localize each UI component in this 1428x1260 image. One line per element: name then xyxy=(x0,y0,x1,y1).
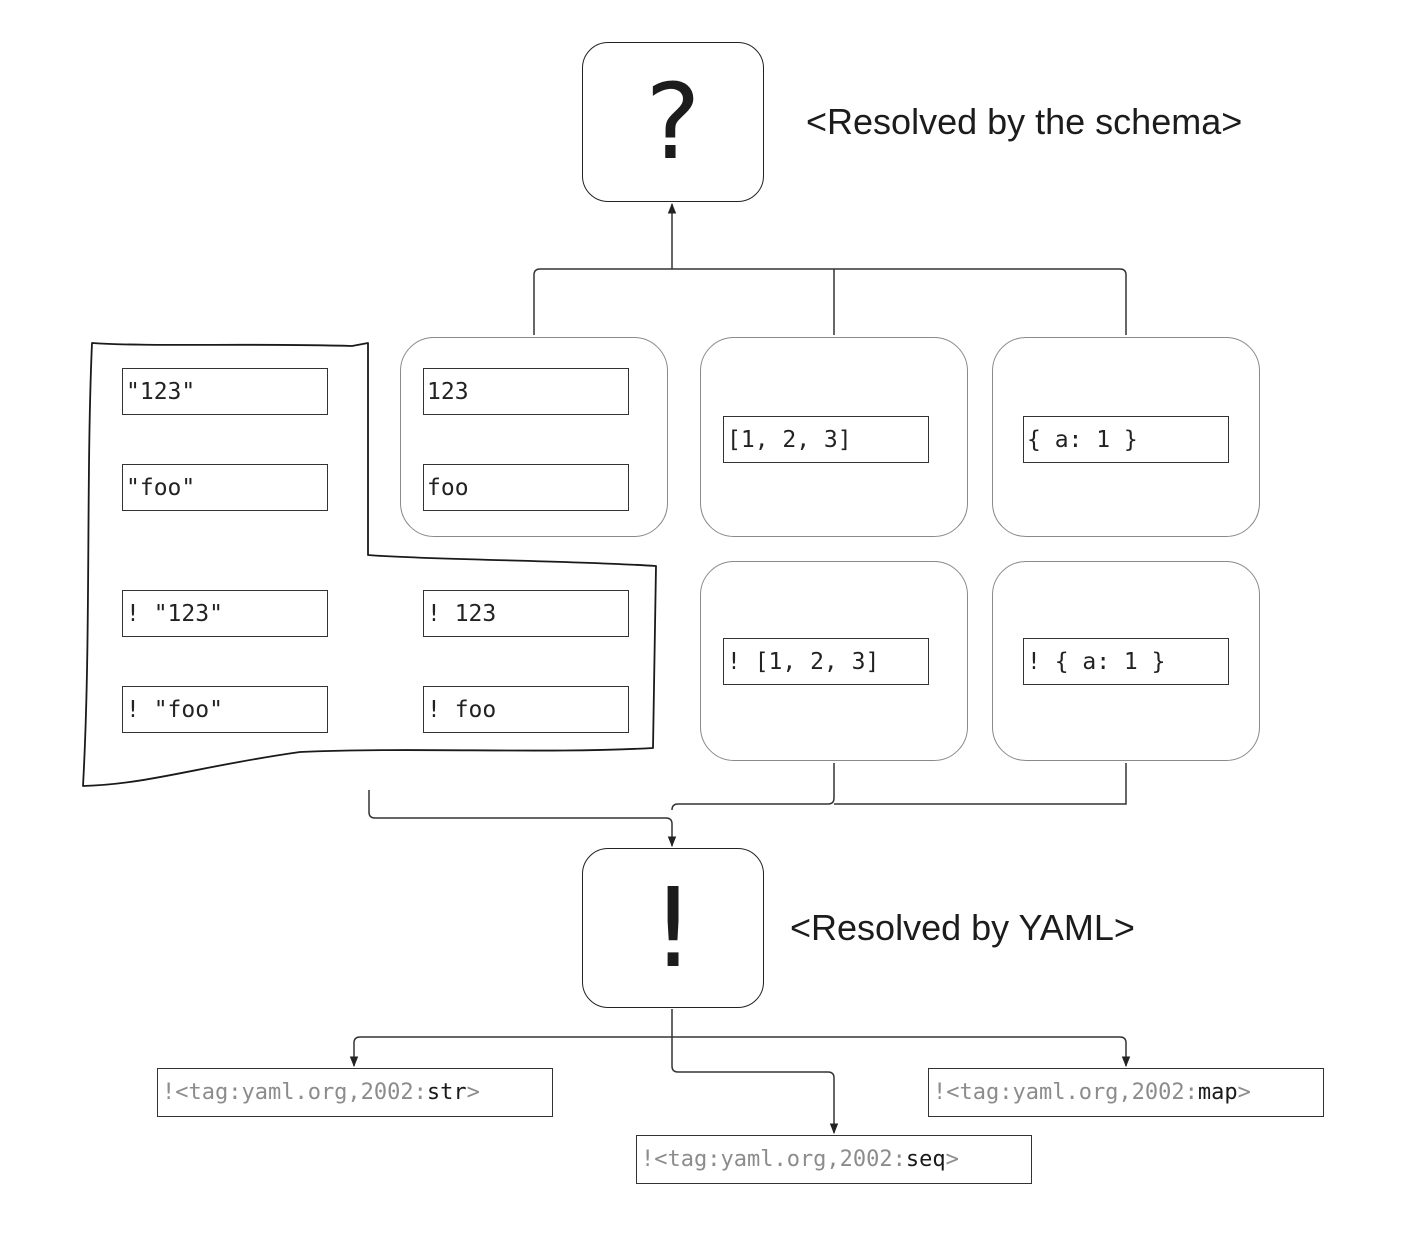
arrow-to-str-tag xyxy=(354,1009,673,1066)
tag-kind-map: map xyxy=(1197,1080,1238,1105)
tag-kind-seq: seq xyxy=(905,1147,946,1172)
yaml-caption: <Resolved by YAML> xyxy=(790,907,1135,948)
schema-caption: <Resolved by the schema> xyxy=(806,101,1243,142)
quoted-text-literal: "foo" xyxy=(122,464,328,511)
tag-prefix: !<tag:yaml.org,2002: xyxy=(162,1080,427,1105)
tagged-quoted-number-literal: ! "123" xyxy=(122,590,328,637)
tag-kind-str: str xyxy=(426,1080,467,1105)
tagged-plain-number-literal: ! 123 xyxy=(423,590,629,637)
tagged-sequence-literal: ! [1, 2, 3] xyxy=(723,638,929,685)
tag-suffix: > xyxy=(1237,1080,1251,1105)
quoted-number-literal: "123" xyxy=(122,368,328,415)
flow-mapping-group xyxy=(992,337,1260,537)
tagged-plain-text-literal: ! foo xyxy=(423,686,629,733)
plain-text-literal: foo xyxy=(423,464,629,511)
tagged-mapping-group xyxy=(992,561,1260,761)
tag-prefix: !<tag:yaml.org,2002: xyxy=(933,1080,1198,1105)
tag-suffix: > xyxy=(466,1080,480,1105)
yaml-resolution-node: ! xyxy=(582,848,764,1008)
flow-sequence-group xyxy=(700,337,968,537)
tagged-sequence-group xyxy=(700,561,968,761)
tagged-quoted-text-literal: ! "foo" xyxy=(122,686,328,733)
exclamation-symbol: ! xyxy=(650,864,696,992)
tag-prefix: !<tag:yaml.org,2002: xyxy=(641,1147,906,1172)
flow-mapping-literal: { a: 1 } xyxy=(1023,416,1229,463)
connector-nonplain-to-yaml xyxy=(368,790,677,848)
tag-suffix: > xyxy=(945,1147,959,1172)
schema-resolution-node: ? xyxy=(582,42,764,202)
map-tag-box: !<tag:yaml.org,2002:map> xyxy=(928,1068,1324,1117)
str-tag-box: !<tag:yaml.org,2002:str> xyxy=(157,1068,553,1117)
plain-number-literal: 123 xyxy=(423,368,629,415)
arrow-to-map-tag xyxy=(672,1036,1131,1068)
question-mark-symbol: ? xyxy=(645,61,701,183)
arrow-to-seq-tag xyxy=(671,1037,839,1135)
connector-plain-to-schema xyxy=(533,268,1127,335)
tagged-mapping-literal: ! { a: 1 } xyxy=(1023,638,1229,685)
seq-tag-box: !<tag:yaml.org,2002:seq> xyxy=(636,1135,1032,1184)
flow-sequence-literal: [1, 2, 3] xyxy=(723,416,929,463)
non-specific-scalar-boundary xyxy=(82,342,657,787)
plain-scalar-group xyxy=(400,337,668,537)
